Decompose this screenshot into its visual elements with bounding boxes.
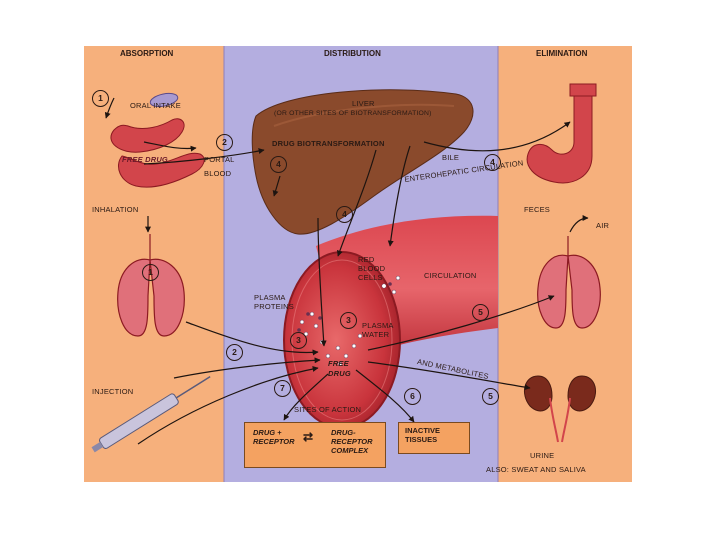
injection-label: INJECTION bbox=[92, 388, 133, 396]
step-number-water: 3 bbox=[340, 312, 357, 329]
also-sweat-saliva-label: ALSO: SWEAT AND SALIVA bbox=[486, 466, 586, 474]
red-blood-cells-label-2: BLOOD bbox=[358, 265, 385, 273]
step-number-air-out: 5 bbox=[472, 304, 489, 321]
step-number-kidney: 5 bbox=[482, 388, 499, 405]
complex-line-3: COMPLEX bbox=[331, 447, 368, 455]
step-number-bile: 4 bbox=[484, 154, 501, 171]
circulation-label: CIRCULATION bbox=[424, 272, 476, 280]
step-number-proteins: 3 bbox=[290, 332, 307, 349]
sites-of-action-label: SITES OF ACTION bbox=[294, 406, 361, 414]
plasma-proteins-label-2: PROTEINS bbox=[254, 303, 294, 311]
elimination-header: ELIMINATION bbox=[536, 49, 587, 58]
complex-line-2: RECEPTOR bbox=[331, 438, 373, 446]
step-number-action: 7 bbox=[274, 380, 291, 397]
step-number-portal: 2 bbox=[216, 134, 233, 151]
free-drug-gut-label: FREE DRUG bbox=[122, 156, 168, 164]
air-label: AIR bbox=[596, 222, 609, 230]
distribution-header: DISTRIBUTION bbox=[324, 49, 381, 58]
complex-line-1: DRUG- bbox=[331, 429, 356, 437]
urine-label: URINE bbox=[530, 452, 554, 460]
step-number-inhalation: 1 bbox=[142, 264, 159, 281]
plasma-water-label-2: WATER bbox=[362, 331, 389, 339]
inactive-tissues-box: INACTIVE TISSUES bbox=[398, 422, 470, 454]
inactive-line-1: INACTIVE bbox=[405, 427, 440, 435]
step-number-liver-left: 4 bbox=[270, 156, 287, 173]
absorption-header: ABSORPTION bbox=[120, 49, 173, 58]
free-drug-center-label-1: FREE bbox=[328, 360, 349, 368]
drug-biotransformation-label: DRUG BIOTRANSFORMATION bbox=[272, 140, 385, 148]
receptor-box: DRUG + RECEPTOR ⇄ DRUG- RECEPTOR COMPLEX bbox=[244, 422, 386, 468]
inhalation-label: INHALATION bbox=[92, 206, 138, 214]
portal-label: PORTAL bbox=[204, 156, 235, 164]
liver-label: LIVER bbox=[352, 100, 375, 108]
bile-label: BILE bbox=[442, 154, 459, 162]
equilibrium-arrows: ⇄ bbox=[303, 431, 313, 444]
plasma-proteins-label-1: PLASMA bbox=[254, 294, 286, 302]
feces-label: FECES bbox=[524, 206, 550, 214]
step-number-liver-down: 4 bbox=[336, 206, 353, 223]
oral-intake-label: ORAL INTAKE bbox=[130, 102, 181, 110]
step-number-inactive: 6 bbox=[404, 388, 421, 405]
red-blood-cells-label-3: CELLS bbox=[358, 274, 383, 282]
step-number-injection: 2 bbox=[226, 344, 243, 361]
pharmacokinetics-diagram: ABSORPTION DISTRIBUTION ELIMINATION ORAL… bbox=[84, 46, 632, 482]
free-drug-center-label-2: DRUG bbox=[328, 370, 351, 378]
drug-receptor-line-1: DRUG + bbox=[253, 429, 282, 437]
liver-sub-label: (OR OTHER SITES OF BIOTRANSFORMATION) bbox=[274, 110, 432, 117]
plasma-water-label-1: PLASMA bbox=[362, 322, 394, 330]
red-blood-cells-label-1: RED bbox=[358, 256, 374, 264]
drug-receptor-line-2: RECEPTOR bbox=[253, 438, 295, 446]
inactive-line-2: TISSUES bbox=[405, 436, 437, 444]
step-number-oral: 1 bbox=[92, 90, 109, 107]
blood-label: BLOOD bbox=[204, 170, 231, 178]
